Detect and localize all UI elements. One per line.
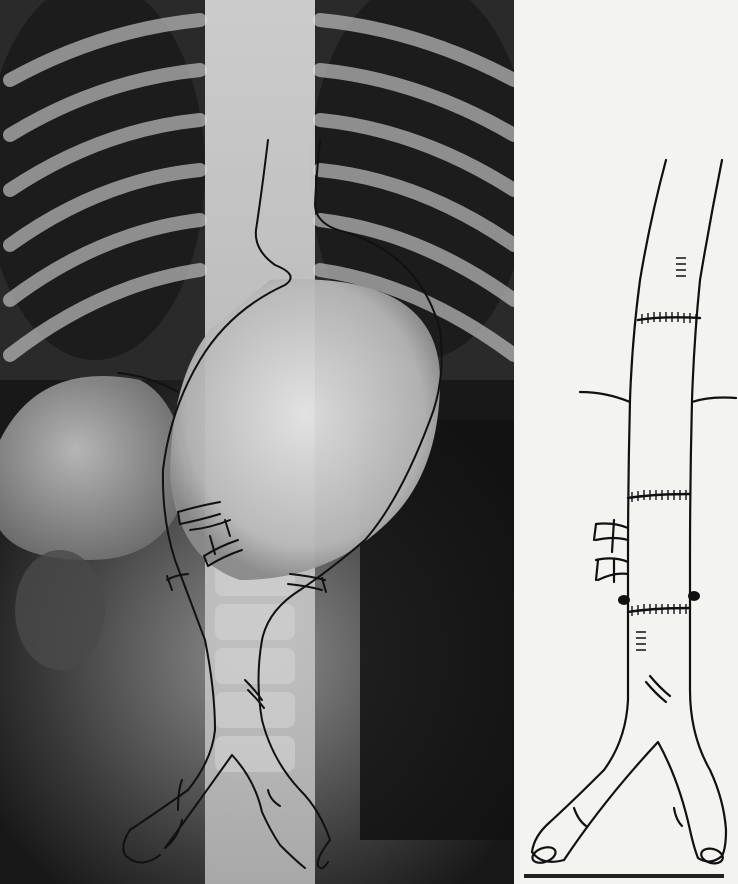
radiograph-panel	[0, 0, 514, 884]
aorta-graft-drawing	[514, 0, 738, 884]
aorta-outline	[530, 160, 736, 866]
radiograph-image	[0, 0, 514, 884]
ligature-knobs	[618, 591, 700, 605]
scale-bar	[524, 874, 724, 878]
drawing-panel	[514, 0, 738, 884]
